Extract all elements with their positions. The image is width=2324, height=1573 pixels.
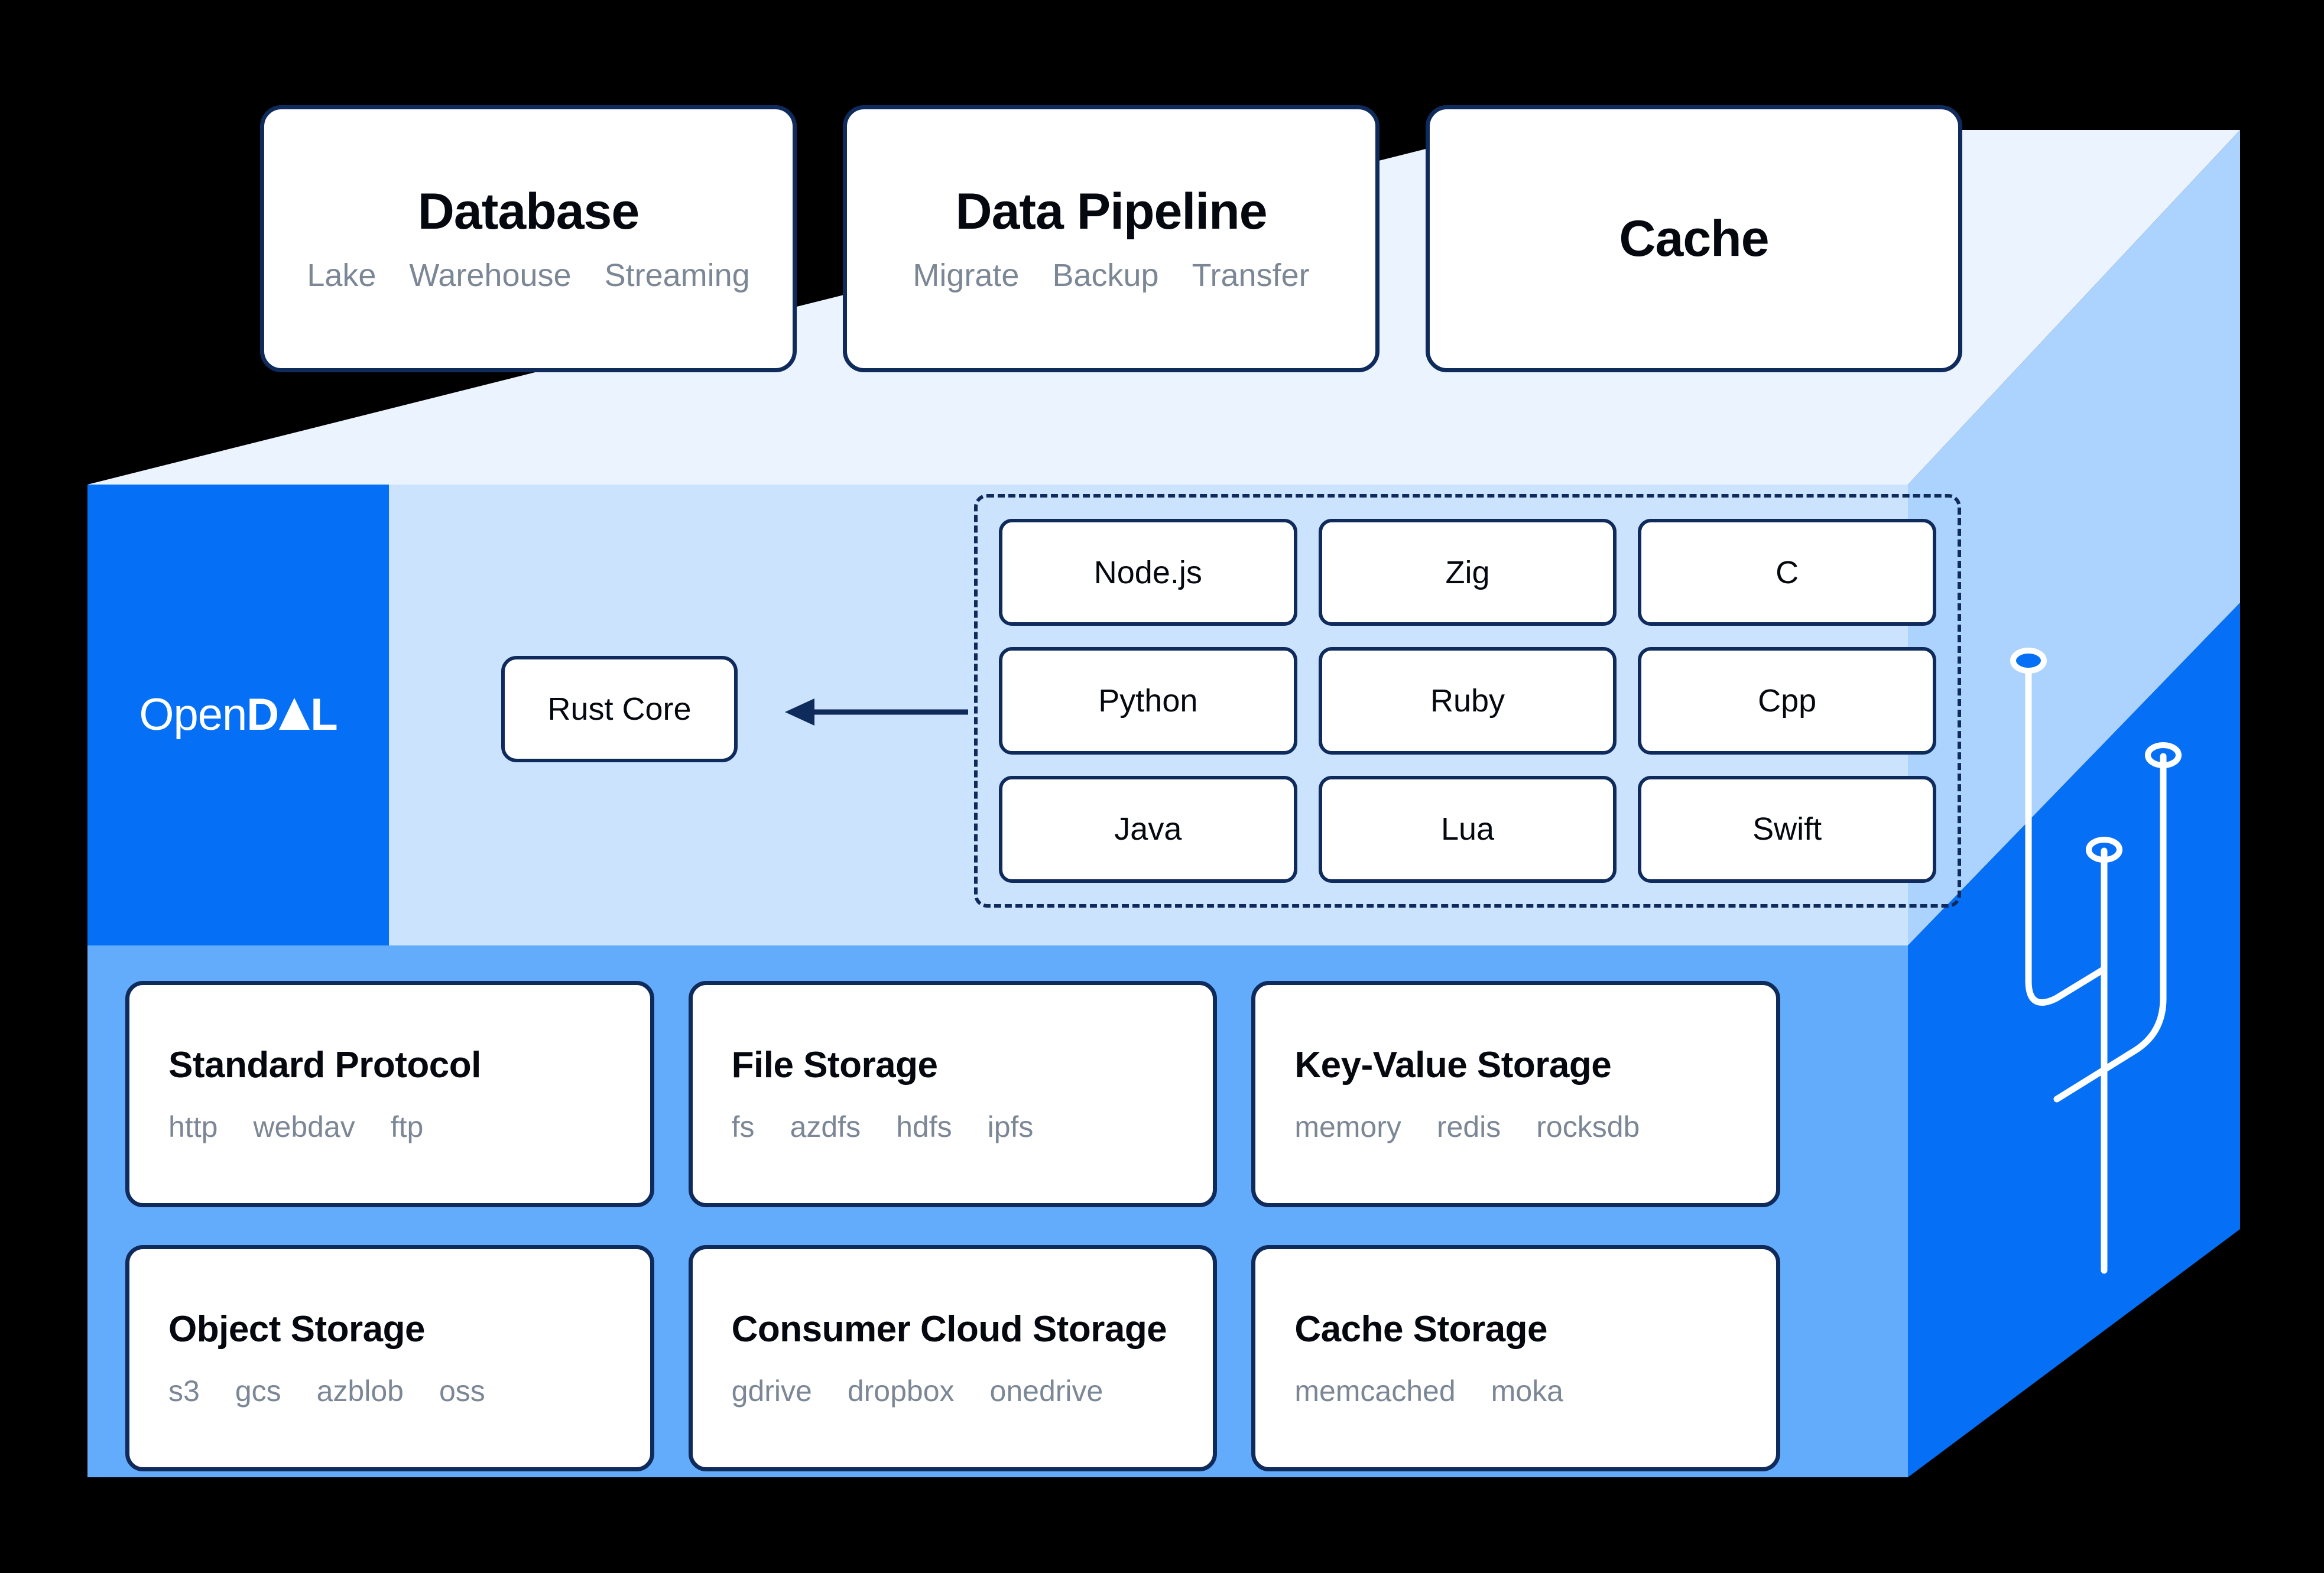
circuit-trace-3 [2053, 753, 2167, 1103]
language-bindings-group: Node.js Zig C Python Ruby Cpp Java Lua S… [974, 494, 1961, 908]
circuit-node-hollow-a-icon [2145, 742, 2182, 768]
tag: gdrive [731, 1374, 812, 1408]
service-tags: gdrive dropbox onedrive [732, 1376, 1174, 1406]
card-title: Cache [1619, 210, 1769, 267]
service-card-object-storage[interactable]: Object Storage s3 gcs azblob oss [125, 1245, 654, 1471]
binding-chip-zig[interactable]: Zig [1318, 519, 1617, 626]
binding-chip-python[interactable]: Python [999, 647, 1297, 755]
binding-to-core-arrow-icon [785, 698, 968, 726]
tag: http [168, 1110, 218, 1143]
tag: Backup [1052, 258, 1159, 293]
circuit-traces [2025, 658, 2167, 1274]
tag: azblob [316, 1374, 404, 1408]
tag: dropbox [847, 1374, 955, 1408]
opendal-logo: Open D L [139, 693, 337, 737]
logo-text-l: L [310, 690, 337, 740]
service-title: Consumer Cloud Storage [731, 1308, 1167, 1350]
circuit-node-hollow-b-icon [2086, 837, 2122, 863]
card-tags: Lake Warehouse Streaming [307, 259, 749, 291]
tag: s3 [168, 1374, 200, 1408]
binding-label: Swift [1752, 811, 1822, 847]
tag: azdfs [790, 1110, 861, 1143]
logo-text-d: D [246, 690, 279, 740]
logo-text-open: Open [139, 690, 247, 740]
circuit-trace-1 [2025, 658, 2108, 1006]
tag: ftp [390, 1110, 424, 1143]
rust-core-box[interactable]: Rust Core [501, 656, 738, 762]
storage-services-grid: Standard Protocol http webdav ftp File S… [125, 981, 1780, 1471]
binding-chip-cpp[interactable]: Cpp [1638, 647, 1936, 755]
binding-label: Python [1098, 682, 1198, 719]
binding-label: Java [1114, 811, 1182, 847]
card-tags: Migrate Backup Transfer [913, 259, 1309, 291]
consumer-card-database[interactable]: Database Lake Warehouse Streaming [260, 105, 797, 372]
tag: Transfer [1192, 258, 1310, 293]
tag: Streaming [604, 258, 750, 293]
binding-chip-c[interactable]: C [1638, 519, 1936, 626]
service-card-key-value-storage[interactable]: Key-Value Storage memory redis rocksdb [1251, 981, 1780, 1207]
consumer-card-data-pipeline[interactable]: Data Pipeline Migrate Backup Transfer [843, 105, 1380, 372]
tag: memory [1294, 1110, 1401, 1143]
service-card-consumer-cloud-storage[interactable]: Consumer Cloud Storage gdrive dropbox on… [688, 1245, 1218, 1471]
opendal-logo-panel: Open D L [87, 485, 389, 945]
service-tags: fs azdfs hdfs ipfs [732, 1112, 1174, 1142]
binding-label: Ruby [1430, 682, 1505, 719]
service-card-file-storage[interactable]: File Storage fs azdfs hdfs ipfs [688, 981, 1218, 1207]
tag: Migrate [913, 258, 1020, 293]
binding-chip-swift[interactable]: Swift [1638, 775, 1936, 883]
service-title: Cache Storage [1294, 1308, 1547, 1350]
service-title: Key-Value Storage [1294, 1044, 1612, 1086]
tag: moka [1491, 1374, 1563, 1408]
consumer-cards-row: Database Lake Warehouse Streaming Data P… [260, 105, 1962, 372]
tag: gcs [235, 1374, 281, 1408]
circuit-node-filled-icon [2010, 648, 2047, 674]
binding-chip-java[interactable]: Java [999, 775, 1297, 883]
box-right-lower-face [1908, 603, 2240, 1477]
service-title: Object Storage [168, 1308, 425, 1350]
binding-label: Zig [1445, 554, 1490, 590]
tag: oss [439, 1374, 485, 1408]
service-card-cache-storage[interactable]: Cache Storage memcached moka [1251, 1245, 1780, 1471]
card-title: Database [417, 183, 640, 240]
tag: Warehouse [409, 258, 572, 293]
card-title: Data Pipeline [955, 183, 1267, 240]
box-right-upper-face [1908, 130, 2240, 945]
service-tags: memcached moka [1294, 1376, 1737, 1406]
service-title: Standard Protocol [168, 1044, 481, 1086]
consumer-card-cache[interactable]: Cache [1426, 105, 1962, 372]
binding-chip-ruby[interactable]: Ruby [1318, 647, 1617, 755]
tag: memcached [1294, 1374, 1456, 1408]
service-card-standard-protocol[interactable]: Standard Protocol http webdav ftp [125, 981, 654, 1207]
logo-triangle-a-icon [279, 698, 310, 730]
tag: Lake [307, 258, 376, 293]
tag: hdfs [896, 1110, 952, 1143]
service-tags: http webdav ftp [168, 1112, 611, 1142]
tag: rocksdb [1536, 1110, 1640, 1143]
core-band: Open D L Rust Core Node.js Zig C Python … [87, 485, 1961, 945]
service-tags: memory redis rocksdb [1294, 1112, 1737, 1142]
binding-chip-nodejs[interactable]: Node.js [999, 519, 1297, 626]
service-title: File Storage [731, 1044, 938, 1086]
tag: redis [1436, 1110, 1501, 1143]
binding-label: Lua [1440, 811, 1495, 847]
rust-core-label: Rust Core [547, 691, 692, 727]
tag: ipfs [987, 1110, 1034, 1143]
binding-chip-lua[interactable]: Lua [1318, 775, 1617, 883]
binding-label: C [1776, 554, 1799, 590]
service-tags: s3 gcs azblob oss [168, 1376, 611, 1406]
binding-label: Cpp [1758, 682, 1817, 719]
tag: webdav [253, 1110, 355, 1143]
binding-label: Node.js [1093, 554, 1202, 590]
tag: fs [731, 1110, 755, 1143]
tag: onedrive [989, 1374, 1103, 1408]
